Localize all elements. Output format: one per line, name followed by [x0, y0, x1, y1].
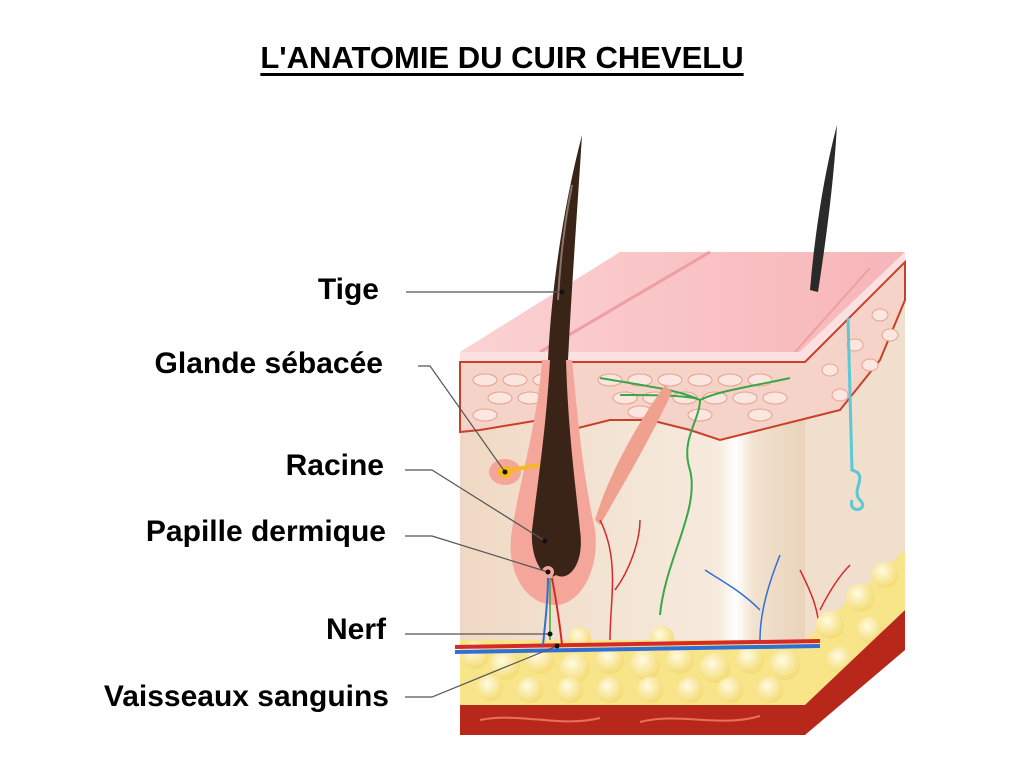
- arrector-pili-muscle: [595, 385, 672, 525]
- second-hair: [810, 125, 837, 292]
- label-tige: Tige: [317, 273, 379, 306]
- hair-root: [531, 360, 581, 577]
- label-vaisseaux-sanguins: Vaisseaux sanguins: [103, 680, 389, 713]
- skin-surface: [460, 252, 905, 352]
- label-papille-dermique: Papille dermique: [145, 515, 386, 548]
- sweat-gland: [846, 317, 864, 511]
- label-glande-sebacee: Glande sébacée: [154, 347, 383, 380]
- label-nerf: Nerf: [325, 613, 386, 646]
- title-text: L'ANATOMIE DU CUIR CHEVELU: [260, 40, 744, 75]
- hair-shaft: [548, 135, 582, 360]
- leader-lines: [405, 291, 562, 698]
- nerve-network: [599, 377, 791, 616]
- label-racine: Racine: [285, 449, 384, 482]
- muscle-layer: [460, 610, 905, 735]
- diagram-title: L'ANATOMIE DU CUIR CHEVELU: [0, 40, 1004, 76]
